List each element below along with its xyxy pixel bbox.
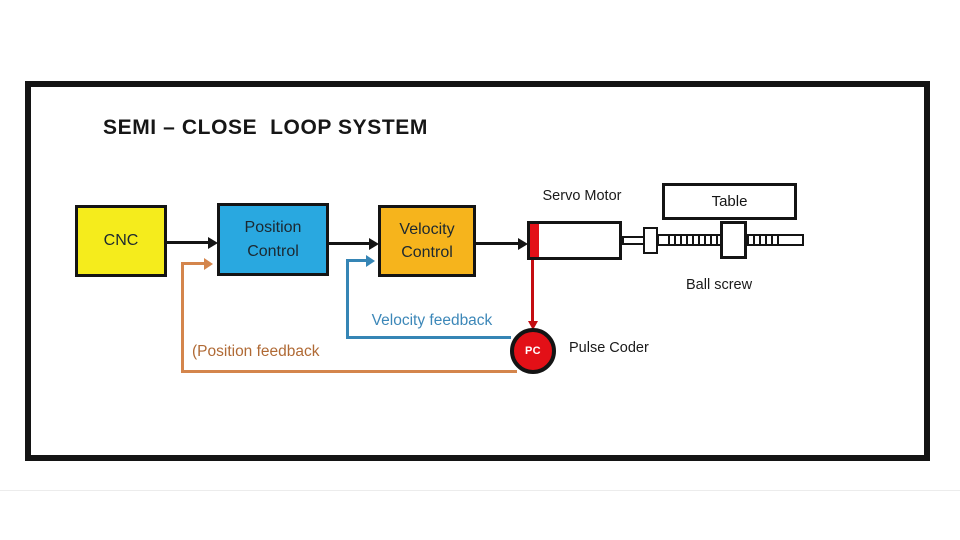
- arrowhead-position-to-velocity: [369, 237, 379, 250]
- pulse-coder-circle: PC: [510, 328, 556, 374]
- ball-screw-nut: [720, 221, 747, 259]
- pulse-coder-label: Pulse Coder: [569, 340, 649, 356]
- encoder-line-arrowhead: [528, 321, 538, 330]
- position-label-line1: Position: [244, 219, 302, 237]
- diagram-title: SEMI – CLOSE LOOP SYSTEM: [103, 116, 429, 139]
- arrow-cnc-to-position: [166, 241, 208, 244]
- position-feedback-vline: [181, 262, 184, 373]
- arrowhead-velocity-to-motor: [518, 237, 528, 250]
- encoder-line: [531, 260, 534, 321]
- motor-encoder-redbar: [530, 224, 539, 257]
- velocity-control-block: Velocity Control: [378, 205, 476, 277]
- arrow-position-to-velocity: [329, 242, 369, 245]
- screw-thread-right: [747, 236, 781, 244]
- diagram-frame: [25, 81, 930, 461]
- table-label: Table: [711, 193, 748, 210]
- position-feedback-stub: [183, 262, 205, 265]
- velocity-feedback-stub: [348, 259, 367, 262]
- table-block: Table: [662, 183, 797, 220]
- pulse-coder-abbr: PC: [525, 345, 541, 357]
- velocity-feedback-hline: [346, 336, 511, 339]
- velocity-feedback-vline: [346, 259, 349, 339]
- position-feedback-label: (Position feedback: [192, 343, 320, 360]
- servo-motor-body: [527, 221, 622, 260]
- page-divider: [0, 490, 960, 491]
- cnc-block: CNC: [75, 205, 167, 277]
- velocity-feedback-arrowhead: [366, 254, 375, 267]
- position-label-line2: Control: [247, 242, 299, 260]
- arrowhead-cnc-to-position: [208, 236, 218, 249]
- position-feedback-arrowhead: [204, 257, 213, 270]
- ball-screw-label: Ball screw: [686, 277, 753, 293]
- velocity-label-line1: Velocity: [399, 220, 455, 238]
- servo-motor-label: Servo Motor: [542, 188, 622, 204]
- velocity-feedback-label: Velocity feedback: [371, 312, 493, 329]
- motor-shaft: [622, 236, 645, 245]
- position-control-block: Position Control: [217, 203, 329, 276]
- cnc-label: CNC: [103, 232, 139, 250]
- arrow-velocity-to-motor: [476, 242, 518, 245]
- shaft-coupling: [643, 227, 658, 254]
- screw-thread-left: [668, 236, 721, 244]
- velocity-label-line2: Control: [401, 244, 453, 261]
- position-feedback-hline: [181, 370, 517, 373]
